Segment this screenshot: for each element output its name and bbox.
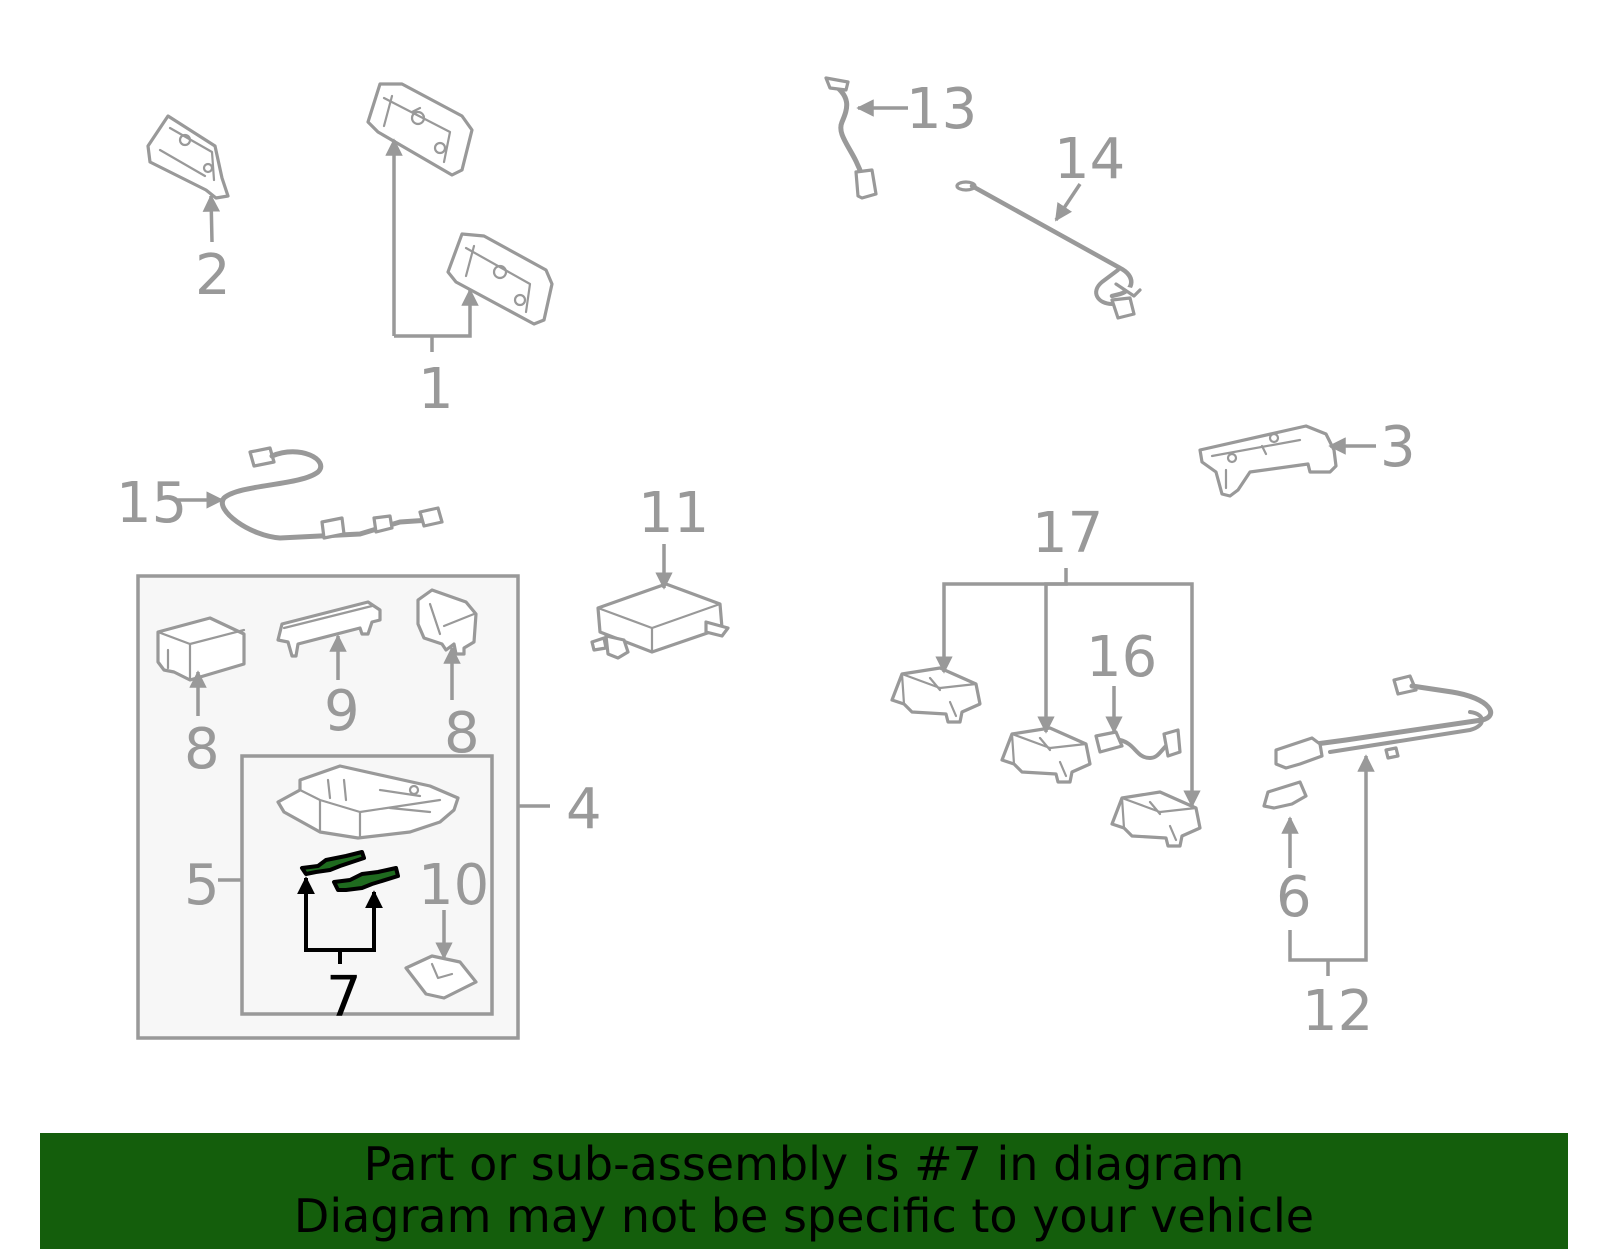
callout-9: 9: [324, 679, 360, 744]
part-10-knob: [404, 910, 478, 1000]
callout-11: 11: [638, 481, 709, 546]
part-12-harness: [1262, 674, 1494, 976]
part-3-bracket: [1198, 424, 1376, 498]
part-13-wire: [824, 76, 908, 200]
callout-14: 14: [1054, 127, 1125, 192]
motor-3: [1110, 790, 1202, 848]
callout-6: 6: [1276, 865, 1312, 930]
notice-banner: Part or sub-assembly is #7 in diagram Di…: [40, 1133, 1568, 1249]
callout-15: 15: [116, 471, 187, 536]
callout-1: 1: [418, 357, 454, 422]
parts-diagram: 2 1 13 14 3: [116, 76, 1494, 1044]
part-5-switch-body: [276, 764, 460, 840]
part-8-relay-left: [156, 616, 246, 716]
motor-2: [1000, 726, 1092, 784]
part-17-motors: [890, 568, 1202, 848]
part-7-highlighted: [297, 850, 400, 964]
callout-17: 17: [1032, 501, 1103, 566]
part-1-switch-panel: [366, 82, 554, 352]
notice-line-1: Part or sub-assembly is #7 in diagram: [363, 1137, 1245, 1191]
callout-4: 4: [566, 777, 602, 842]
part-15-wire-harness: [178, 446, 444, 541]
callout-13: 13: [906, 77, 977, 142]
part-11-control-module: [590, 544, 730, 660]
callout-10: 10: [418, 853, 489, 918]
callout-8-left: 8: [184, 717, 220, 782]
part-14-wire-harness: [955, 180, 1142, 320]
notice-line-2: Diagram may not be specific to your vehi…: [293, 1189, 1315, 1243]
callout-5: 5: [184, 853, 220, 918]
motor-1: [890, 666, 982, 724]
part-8-relay-right: [416, 588, 478, 700]
callout-7: 7: [326, 965, 362, 1030]
part-9-cover: [276, 600, 382, 680]
callout-3: 3: [1380, 415, 1416, 480]
callout-16: 16: [1086, 625, 1157, 690]
callout-12: 12: [1302, 979, 1373, 1044]
part-2-bracket: [146, 114, 230, 243]
callout-2: 2: [195, 243, 231, 308]
part-16-harness: [1094, 686, 1182, 760]
